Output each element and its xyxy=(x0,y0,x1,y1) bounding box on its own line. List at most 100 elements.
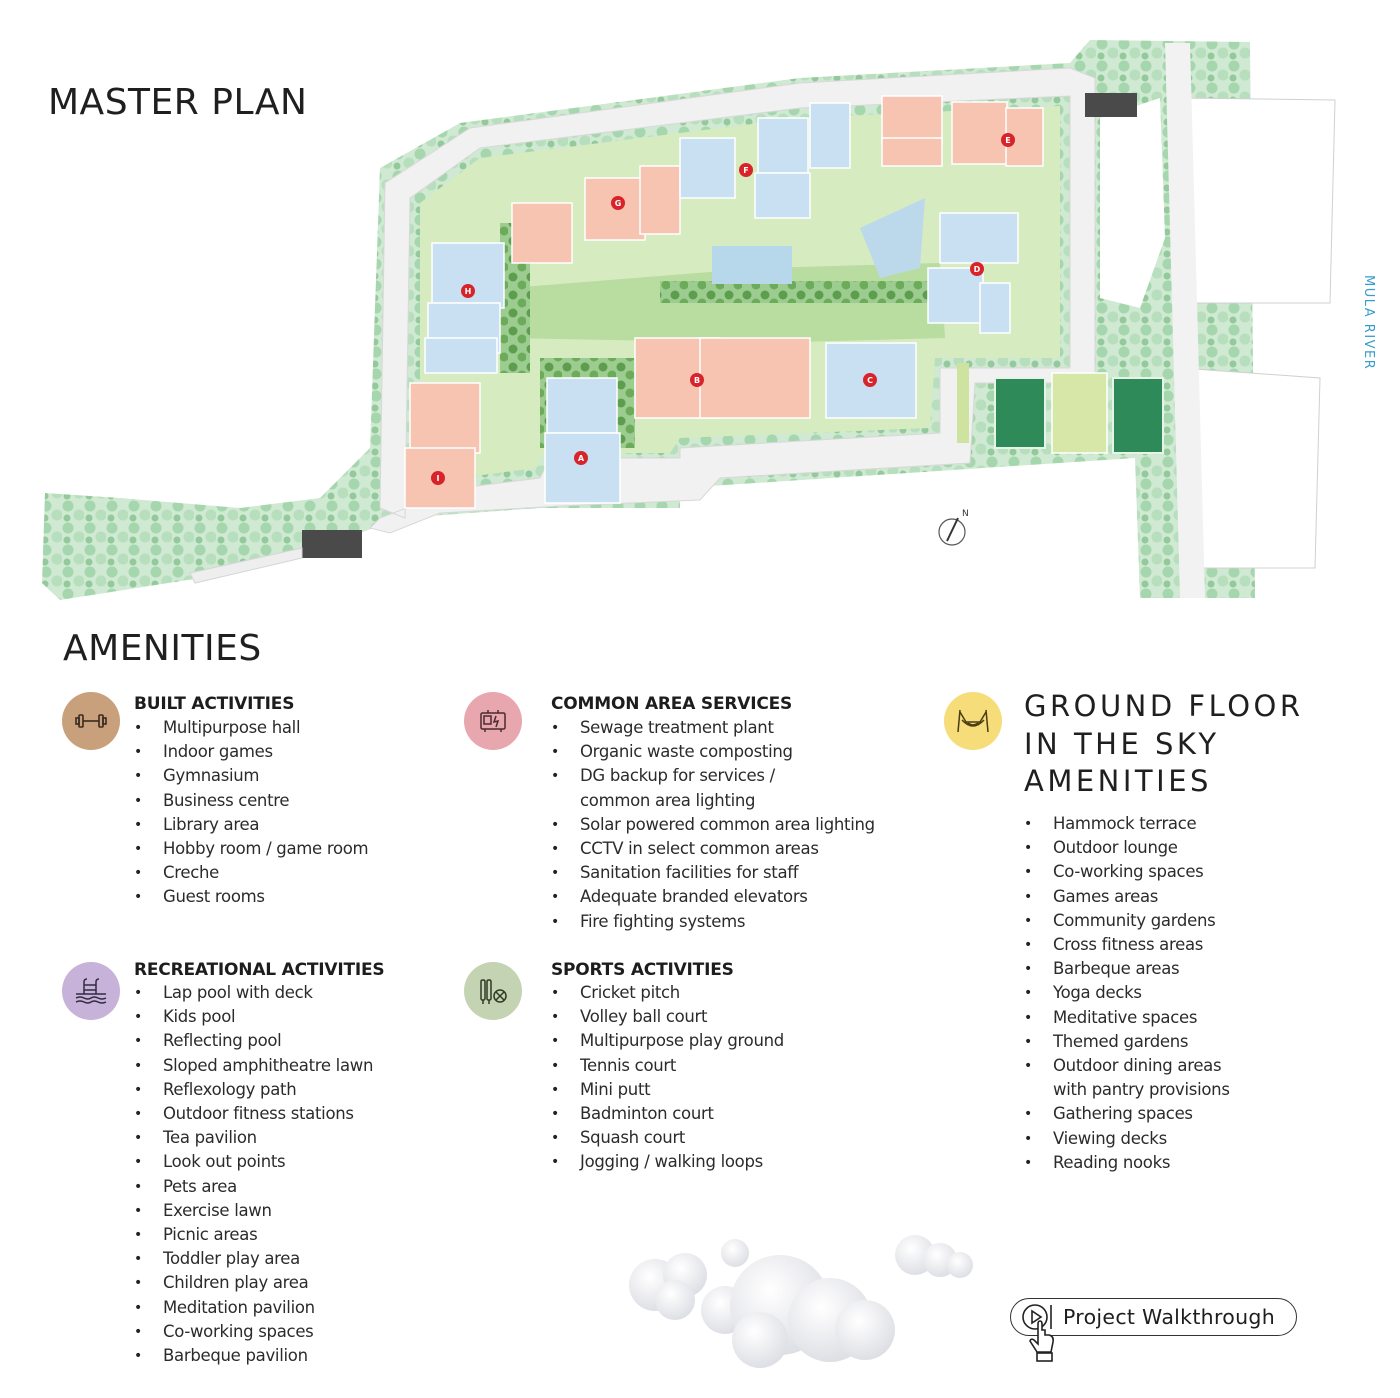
tower-label: H xyxy=(465,287,472,296)
list-item: Cross fitness areas xyxy=(1024,933,1230,957)
amenities-title: AMENITIES xyxy=(63,628,262,669)
tower-marker xyxy=(461,284,475,298)
tower-label: E xyxy=(1005,136,1010,145)
sky-title-line: IN THE SKY xyxy=(1024,726,1220,761)
list-item: Lap pool with deck xyxy=(134,981,373,1005)
dumbbell-icon xyxy=(75,714,107,728)
list-item: Badminton court xyxy=(551,1102,784,1126)
list-item: Outdoor fitness stations xyxy=(134,1102,373,1126)
list-item: Tea pavilion xyxy=(134,1126,373,1150)
sports-icon-badge xyxy=(464,962,522,1020)
pool-ladder-icon xyxy=(75,978,107,1004)
tower-label: A xyxy=(578,454,585,463)
master-plan-map: A B C D E F G H I N xyxy=(42,40,1336,600)
list-item: Sloped amphitheatre lawn xyxy=(134,1054,373,1078)
list-item: Co-working spaces xyxy=(1024,860,1230,884)
cricket-bat-ball-icon xyxy=(480,979,507,1004)
sky-amenities-title: GROUND FLOOR IN THE SKY AMENITIES xyxy=(1024,688,1304,801)
list-item: Hammock terrace xyxy=(1024,812,1230,836)
tower-label: D xyxy=(974,265,981,274)
play-cursor-icon xyxy=(1022,1304,1054,1362)
list-item: Multipurpose hall xyxy=(134,716,368,740)
list-item: Tennis court xyxy=(551,1054,784,1078)
list-item: Multipurpose play ground xyxy=(551,1029,784,1053)
list-item: Squash court xyxy=(551,1126,784,1150)
north-compass-icon: N xyxy=(938,509,969,546)
list-item: Reflexology path xyxy=(134,1078,373,1102)
sports-activities-title: SPORTS ACTIVITIES xyxy=(551,960,734,980)
list-item: Gymnasium xyxy=(134,764,368,788)
list-item: Community gardens xyxy=(1024,909,1230,933)
list-item: Fire fighting systems xyxy=(551,910,875,934)
tower-marker xyxy=(611,196,625,210)
list-item: Themed gardens xyxy=(1024,1030,1230,1054)
sky-amenities-icon-badge xyxy=(944,692,1002,750)
sky-title-line: GROUND FLOOR xyxy=(1024,689,1304,723)
tower-label: F xyxy=(743,166,748,175)
built-activities-title: BUILT ACTIVITIES xyxy=(134,694,295,714)
list-item: Toddler play area xyxy=(134,1247,373,1271)
sky-amenities-list: Hammock terrace Outdoor lounge Co-workin… xyxy=(1024,812,1230,1175)
hammock-icon xyxy=(957,709,989,733)
list-item-continued: common area lighting xyxy=(580,790,756,810)
tower-marker xyxy=(970,262,984,276)
sky-title-line: AMENITIES xyxy=(1024,764,1212,798)
list-item: Outdoor dining areas xyxy=(1024,1054,1230,1078)
tower-marker xyxy=(1001,133,1015,147)
recreational-activities-title: RECREATIONAL ACTIVITIES xyxy=(134,960,385,980)
list-item: Kids pool xyxy=(134,1005,373,1029)
tower-marker xyxy=(431,471,445,485)
common-area-services-title: COMMON AREA SERVICES xyxy=(551,694,793,714)
list-item: Barbeque pavilion xyxy=(134,1344,373,1368)
list-item: Co-working spaces xyxy=(134,1320,373,1344)
common-area-icon-badge xyxy=(464,692,522,750)
tower-label: B xyxy=(694,376,700,385)
master-plan-title: MASTER PLAN xyxy=(48,82,308,123)
list-item: Jogging / walking loops xyxy=(551,1150,784,1174)
list-item-continued: with pantry provisions xyxy=(1053,1080,1230,1100)
list-item: Exercise lawn xyxy=(134,1199,373,1223)
list-item: Sewage treatment plant xyxy=(551,716,875,740)
list-item: Picnic areas xyxy=(134,1223,373,1247)
list-item: Meditation pavilion xyxy=(134,1296,373,1320)
list-item: Creche xyxy=(134,861,368,885)
list-item: Adequate branded elevators xyxy=(551,885,875,909)
list-item: Games areas xyxy=(1024,885,1230,909)
recreational-activities-list: Lap pool with deck Kids pool Reflecting … xyxy=(134,981,373,1368)
list-item: Library area xyxy=(134,813,368,837)
list-item: Guest rooms xyxy=(134,885,368,909)
list-item: Outdoor lounge xyxy=(1024,836,1230,860)
built-activities-icon-badge xyxy=(62,692,120,750)
river-label: MULA RIVER xyxy=(1361,275,1376,371)
project-walkthrough-label: Project Walkthrough xyxy=(1063,1305,1275,1329)
tower-label: G xyxy=(615,199,622,208)
common-area-services-list: Sewage treatment plant Organic waste com… xyxy=(551,716,875,934)
list-item: Barbeque areas xyxy=(1024,957,1230,981)
tower-marker xyxy=(739,163,753,177)
list-item: Pets area xyxy=(134,1175,373,1199)
list-item: Organic waste composting xyxy=(551,740,875,764)
generator-icon xyxy=(480,710,506,732)
tower-label: C xyxy=(867,376,873,385)
list-item: Gathering spaces xyxy=(1024,1102,1230,1126)
sports-activities-list: Cricket pitch Volley ball court Multipur… xyxy=(551,981,784,1175)
list-item: Reading nooks xyxy=(1024,1151,1230,1175)
tower-marker xyxy=(690,373,704,387)
list-item: Solar powered common area lighting xyxy=(551,813,875,837)
list-item: Viewing decks xyxy=(1024,1127,1230,1151)
list-item: Indoor games xyxy=(134,740,368,764)
list-item: Meditative spaces xyxy=(1024,1006,1230,1030)
list-item: Volley ball court xyxy=(551,1005,784,1029)
tower-label: I xyxy=(437,474,440,483)
list-item: Children play area xyxy=(134,1271,373,1295)
built-activities-list: Multipurpose hall Indoor games Gymnasium… xyxy=(134,716,369,910)
list-item: Mini putt xyxy=(551,1078,784,1102)
list-item: Cricket pitch xyxy=(551,981,784,1005)
svg-text:N: N xyxy=(962,509,969,519)
list-item: Sanitation facilities for staff xyxy=(551,861,875,885)
clouds-decoration xyxy=(629,1235,973,1368)
recreational-icon-badge xyxy=(62,962,120,1020)
project-walkthrough-button[interactable]: Project Walkthrough xyxy=(1010,1298,1297,1362)
list-item: CCTV in select common areas xyxy=(551,837,875,861)
list-item: Business centre xyxy=(134,789,368,813)
